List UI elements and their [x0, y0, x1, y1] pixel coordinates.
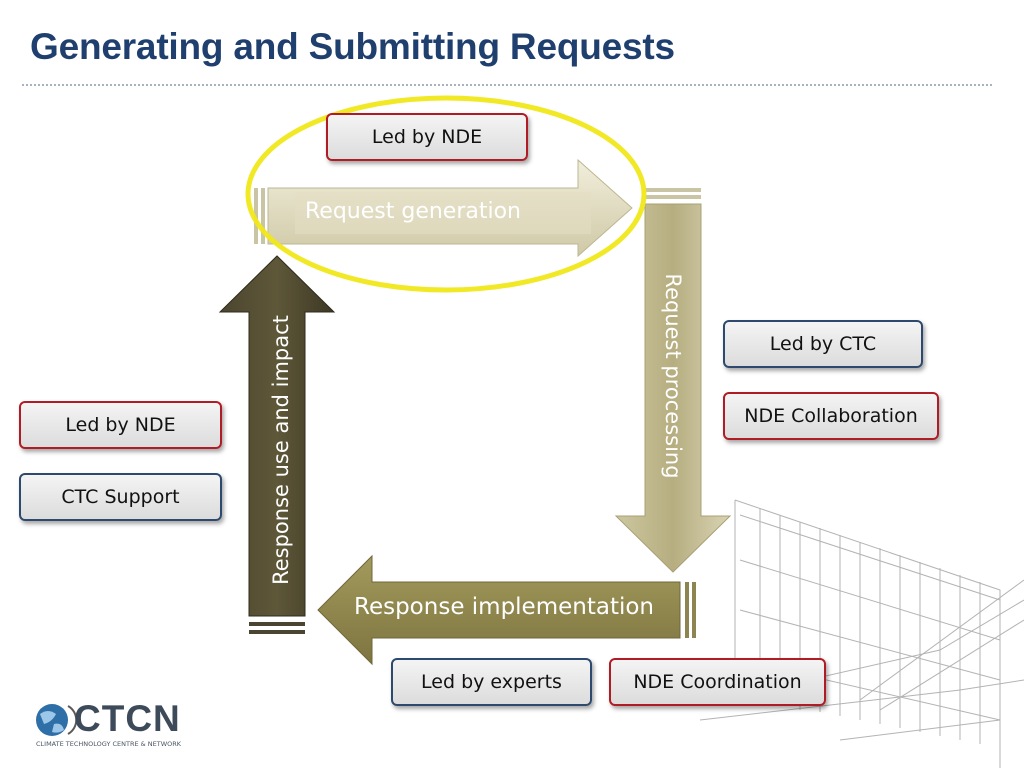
led-by-experts-box: Led by experts [391, 658, 592, 706]
request-generation-label: Request generation [305, 199, 522, 224]
ctc-support-box: CTC Support [19, 473, 222, 521]
highlight-ellipse [245, 95, 647, 293]
ctcn-globe-icon [36, 704, 78, 736]
nde-collaboration-box: NDE Collaboration [723, 392, 939, 440]
response-implementation-label: Response implementation [354, 594, 655, 620]
response-implementation-arrow [317, 554, 696, 666]
request-generation-arrow [254, 158, 633, 258]
slide-title: Generating and Submitting Requests [30, 26, 675, 67]
request-processing-label: Request processing [661, 273, 685, 479]
top-led-by-nde-box: Led by NDE [326, 113, 528, 161]
logo-tagline: CLIMATE TECHNOLOGY CENTRE & NETWORK [36, 740, 182, 748]
title-divider [22, 84, 992, 86]
ctcn-logo: CTCN CLIMATE TECHNOLOGY CENTRE & NETWORK [34, 698, 214, 752]
response-use-arrow [218, 255, 336, 634]
response-use-label: Response use and impact [269, 315, 293, 585]
nde-coordination-box: NDE Coordination [609, 658, 826, 706]
left-led-by-nde-box: Led by NDE [19, 401, 222, 449]
logo-name: CTCN [74, 698, 181, 739]
led-by-ctc-box: Led by CTC [723, 320, 923, 368]
request-processing-arrow [614, 188, 732, 573]
